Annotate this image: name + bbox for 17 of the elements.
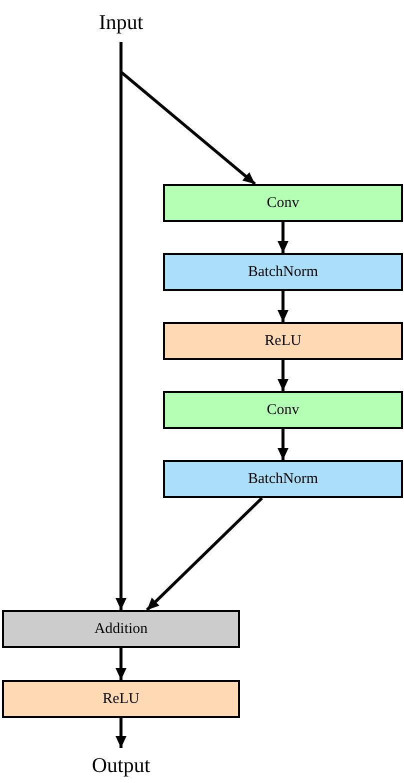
arrow [146,496,264,612]
batchnorm-box: BatchNorm [163,253,403,291]
arrow [278,429,288,460]
relu-box: ReLU [163,322,403,360]
arrow [278,291,288,322]
batchnorm-box: BatchNorm [163,460,403,498]
arrow [116,718,126,748]
io-label: Input [98,10,144,34]
io-label: Output [92,753,150,778]
addition-box: Addition [2,610,240,648]
arrow [116,42,126,610]
arrow [278,222,288,253]
arrow [278,360,288,391]
conv-layer-box: Conv [163,391,403,429]
conv-layer-box: Conv [163,184,403,222]
arrow [116,648,126,680]
relu-box: ReLU [2,680,240,718]
